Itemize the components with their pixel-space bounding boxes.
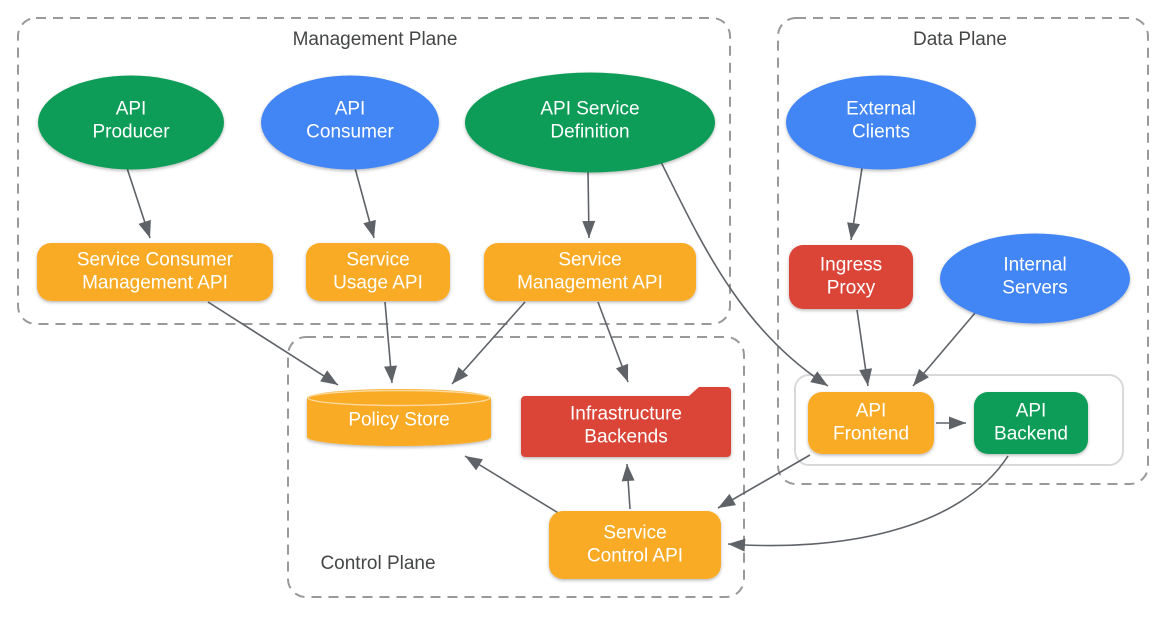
node-label-api-producer: Producer bbox=[92, 122, 170, 143]
node-label-api-consumer: API bbox=[335, 99, 366, 120]
node-label-infrastructure-backends: Infrastructure bbox=[570, 404, 682, 425]
node-label-api-frontend: Frontend bbox=[833, 424, 909, 445]
node-label-service-control-api: Control API bbox=[587, 546, 683, 567]
node-label-infrastructure-backends: Backends bbox=[584, 427, 667, 448]
node-shape-api-frontend bbox=[808, 392, 934, 454]
node-shape-api-producer bbox=[38, 75, 224, 170]
node-shape-api-service-definition bbox=[465, 72, 715, 173]
edge-service-control-api-to-policy-store bbox=[464, 455, 561, 515]
node-shape-ingress-proxy bbox=[789, 245, 913, 309]
node-label-api-service-definition: Definition bbox=[550, 122, 629, 143]
edge-api-backend-to-service-control-api bbox=[727, 455, 1009, 547]
arrowhead-icon bbox=[615, 363, 629, 382]
node-label-api-backend: API bbox=[1016, 401, 1047, 422]
node-label-service-management-api: Management API bbox=[517, 273, 663, 294]
node-label-api-producer: API bbox=[116, 99, 147, 120]
node-label-service-consumer-management-api: Service Consumer bbox=[77, 250, 234, 271]
group-boundary-api-runtime-group bbox=[794, 374, 1124, 466]
node-label-internal-servers: Internal bbox=[1003, 255, 1066, 276]
planes-layer bbox=[17, 17, 1149, 598]
node-label-policy-store: Policy Store bbox=[348, 410, 449, 431]
arrowhead-icon bbox=[621, 464, 635, 482]
arrowhead-icon bbox=[363, 219, 376, 238]
node-label-api-backend: Backend bbox=[994, 424, 1068, 445]
plane-boundary-data-plane bbox=[777, 17, 1149, 485]
arrowhead-icon bbox=[718, 493, 736, 508]
plane-boundary-management-plane bbox=[17, 17, 731, 325]
node-label-service-usage-api: Usage API bbox=[333, 273, 423, 294]
arrowhead-icon bbox=[384, 365, 398, 383]
plane-label-management-plane: Management Plane bbox=[293, 29, 458, 50]
edge-api-service-definition-to-api-frontend bbox=[659, 159, 829, 387]
arrowhead-icon bbox=[949, 416, 966, 430]
plane-label-control-plane: Control Plane bbox=[320, 553, 435, 574]
plane-boundary-control-plane bbox=[287, 336, 745, 598]
arrowhead-icon bbox=[810, 371, 828, 386]
node-policy-store[interactable]: Policy Store bbox=[307, 389, 491, 446]
node-shape-service-usage-api bbox=[306, 243, 450, 301]
cylinder-top-icon bbox=[307, 389, 491, 407]
arrowhead-icon bbox=[728, 538, 746, 552]
node-shape-api-backend bbox=[974, 392, 1088, 454]
node-label-api-frontend: API bbox=[856, 401, 887, 422]
node-label-external-clients: External bbox=[846, 99, 916, 120]
node-label-service-consumer-management-api: Management API bbox=[82, 273, 228, 294]
node-shape-policy-store bbox=[307, 398, 491, 446]
node-label-external-clients: Clients bbox=[852, 122, 910, 143]
node-shape-internal-servers bbox=[940, 233, 1130, 324]
plane-label-data-plane: Data Plane bbox=[913, 29, 1007, 50]
groups-layer bbox=[794, 374, 1124, 466]
node-label-ingress-proxy: Ingress bbox=[820, 255, 882, 276]
node-shape-external-clients bbox=[786, 75, 976, 170]
node-shape-api-consumer bbox=[261, 75, 439, 170]
node-label-internal-servers: Servers bbox=[1002, 278, 1067, 299]
node-label-service-management-api: Service bbox=[558, 250, 621, 271]
arrowhead-icon bbox=[465, 456, 483, 471]
node-shape-service-management-api bbox=[484, 243, 696, 301]
arrowhead-icon bbox=[847, 222, 860, 240]
node-label-ingress-proxy: Proxy bbox=[827, 278, 876, 299]
cylinder-rim-icon bbox=[307, 389, 491, 407]
edge-service-consumer-management-api-to-policy-store bbox=[207, 301, 339, 386]
edge-service-management-api-to-policy-store bbox=[451, 301, 526, 385]
node-label-service-control-api: Service bbox=[603, 523, 666, 544]
node-shape-service-consumer-management-api bbox=[37, 243, 273, 301]
arrowhead-icon bbox=[138, 219, 151, 238]
edges-layer bbox=[126, 159, 1009, 552]
node-shape-infrastructure-backends bbox=[521, 387, 731, 457]
arrowhead-icon bbox=[913, 368, 929, 386]
arrowhead-icon bbox=[320, 370, 338, 385]
arrowhead-icon bbox=[859, 368, 872, 386]
node-shape-service-control-api bbox=[549, 511, 721, 579]
node-label-api-service-definition: API Service bbox=[540, 99, 639, 120]
node-label-service-usage-api: Service bbox=[346, 250, 409, 271]
arrowhead-icon bbox=[452, 366, 469, 384]
arrowhead-icon bbox=[582, 220, 596, 238]
edge-api-frontend-to-service-control-api bbox=[717, 454, 811, 509]
node-label-api-consumer: Consumer bbox=[306, 122, 394, 143]
